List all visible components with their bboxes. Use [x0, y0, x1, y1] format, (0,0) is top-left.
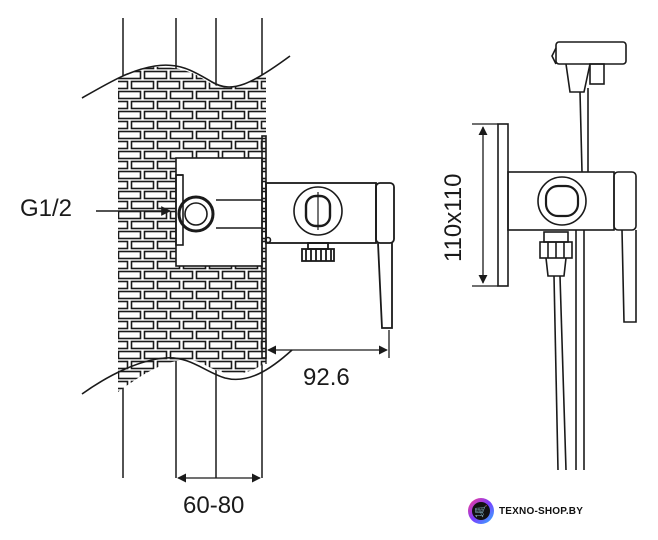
shopping-cart-icon: 🛒 — [472, 502, 490, 520]
dimension-110x110 — [472, 123, 498, 287]
valve-body-side — [265, 182, 395, 329]
wall-range-dimension-label: 60-80 — [183, 492, 245, 519]
thread-size-label: G1/2 — [20, 195, 73, 222]
plate-size-dimension-label: 110x110 — [440, 173, 467, 262]
watermark: 🛒 TEXNO-SHOP.BY — [468, 498, 583, 524]
front-view — [497, 41, 637, 471]
brand-name: TEXNO-SHOP.BY — [499, 505, 584, 517]
g12-connection — [96, 195, 215, 233]
wall-break-lines — [81, 55, 293, 395]
brand-logo: 🛒 — [468, 498, 494, 524]
depth-dimension-label: 92.6 — [303, 364, 350, 391]
dimension-92-6 — [265, 330, 390, 364]
